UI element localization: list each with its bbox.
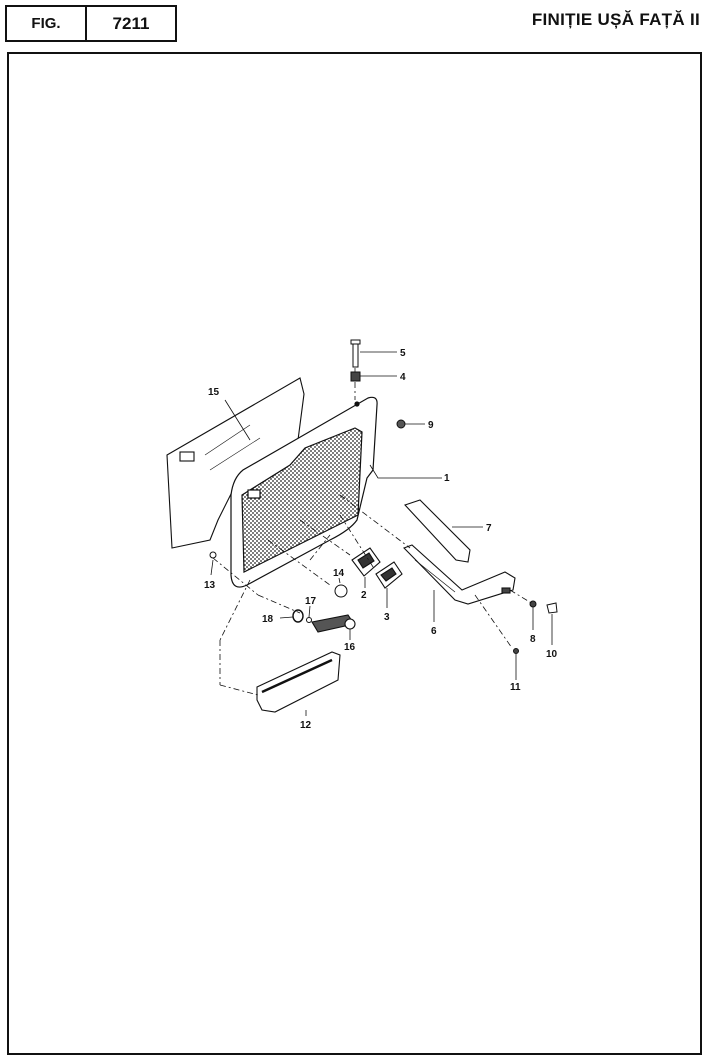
callout-9: 9 — [428, 420, 434, 431]
callout-18: 18 — [262, 614, 274, 625]
callout-10: 10 — [546, 649, 558, 660]
callout-5: 5 — [400, 348, 406, 359]
part-14-knob — [334, 584, 348, 598]
part-16-window-crank — [311, 614, 356, 633]
part-17-spacer — [306, 617, 312, 623]
diagram-frame — [7, 52, 702, 1055]
callout-14: 14 — [333, 568, 345, 579]
callout-1: 1 — [444, 473, 450, 484]
part-4-clip — [350, 371, 361, 382]
part-1-door-trim-panel — [230, 396, 378, 588]
part-3-handle-insert — [375, 561, 403, 589]
callout-17: 17 — [305, 596, 317, 607]
page-title: FINIȚIE UȘĂ FAȚĂ II — [531, 10, 700, 29]
part-9-fastener — [396, 419, 406, 429]
callout-15: 15 — [208, 387, 220, 398]
callout-8: 8 — [530, 634, 536, 645]
part-2-handle-bezel — [351, 547, 381, 577]
part-10-cap — [546, 602, 558, 614]
figure-number: 7211 — [112, 13, 150, 33]
part-15-panel-backing — [166, 377, 305, 549]
callout-13: 13 — [204, 580, 216, 591]
figure-label: FIG. — [7, 7, 87, 40]
callouts: 5 4 9 1 7 15 13 14 2 3 6 8 10 11 18 17 1… — [204, 348, 558, 731]
part-13-screw — [209, 551, 217, 559]
callout-16: 16 — [344, 642, 356, 653]
part-12-door-pocket — [256, 651, 341, 713]
part-11-screw — [513, 648, 519, 654]
callout-3: 3 — [384, 612, 390, 623]
part-6-armrest — [403, 544, 516, 605]
callout-11: 11 — [510, 682, 521, 693]
callout-4: 4 — [400, 372, 406, 383]
part-18-escutcheon — [292, 609, 304, 623]
callout-7: 7 — [486, 523, 492, 534]
assembly-lines — [212, 368, 534, 696]
callout-12: 12 — [300, 720, 312, 731]
leader-lines — [210, 351, 553, 716]
part-7-armrest-pad — [404, 499, 471, 563]
part-5-screw — [350, 339, 361, 368]
part-8-screw — [529, 600, 537, 608]
callout-6: 6 — [431, 626, 437, 637]
callout-2: 2 — [361, 590, 367, 601]
figure-id-box: FIG. 7211 — [5, 5, 177, 42]
